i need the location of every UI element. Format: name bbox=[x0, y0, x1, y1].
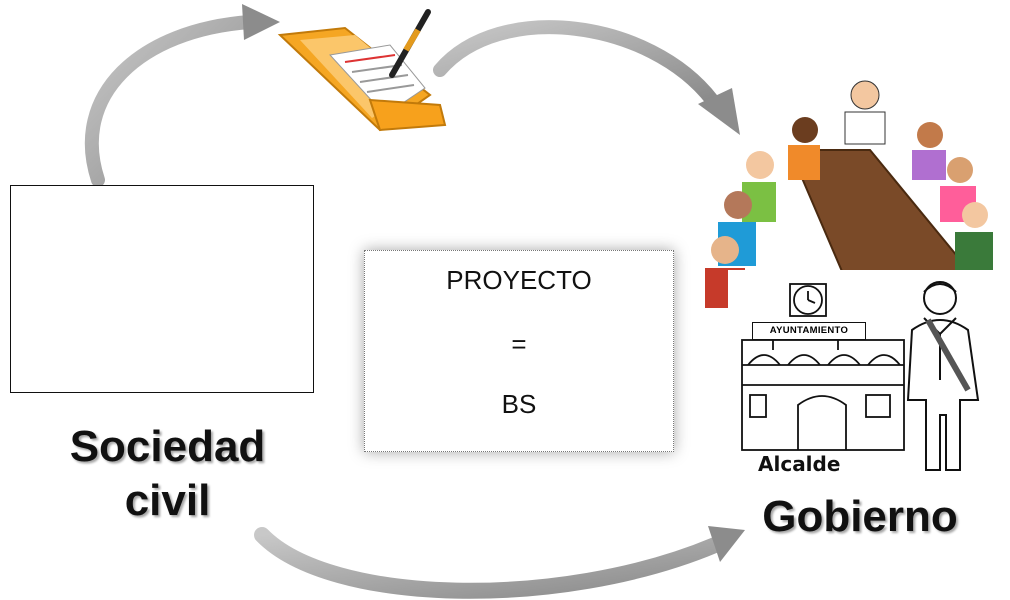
mayor-icon bbox=[906, 281, 980, 471]
civil-society-label-line2: civil bbox=[124, 476, 211, 525]
project-title: PROYECTO bbox=[446, 265, 592, 295]
folder-document-icon bbox=[277, 26, 447, 132]
civil-society-label: Sociedad civil bbox=[40, 420, 295, 528]
mayor-caption: Alcalde bbox=[758, 452, 841, 476]
cycle-arrow-icon bbox=[84, 4, 280, 187]
civil-society-label-line1: Sociedad bbox=[69, 422, 266, 471]
project-value: BS bbox=[501, 389, 537, 419]
government-label: Gobierno bbox=[762, 492, 958, 541]
cycle-arrow-icon bbox=[433, 20, 740, 135]
town-hall-sign: AYUNTAMIENTO bbox=[752, 322, 866, 340]
cycle-arrow-icon bbox=[254, 526, 745, 599]
project-equals: = bbox=[511, 329, 527, 359]
civil-society-frame bbox=[10, 185, 314, 393]
town-hall-panel: AYUNTAMIENTO Alcalde bbox=[728, 270, 998, 485]
town-hall-icon bbox=[741, 281, 980, 471]
project-box: PROYECTO = BS bbox=[364, 250, 674, 452]
pen-icon bbox=[389, 9, 431, 78]
